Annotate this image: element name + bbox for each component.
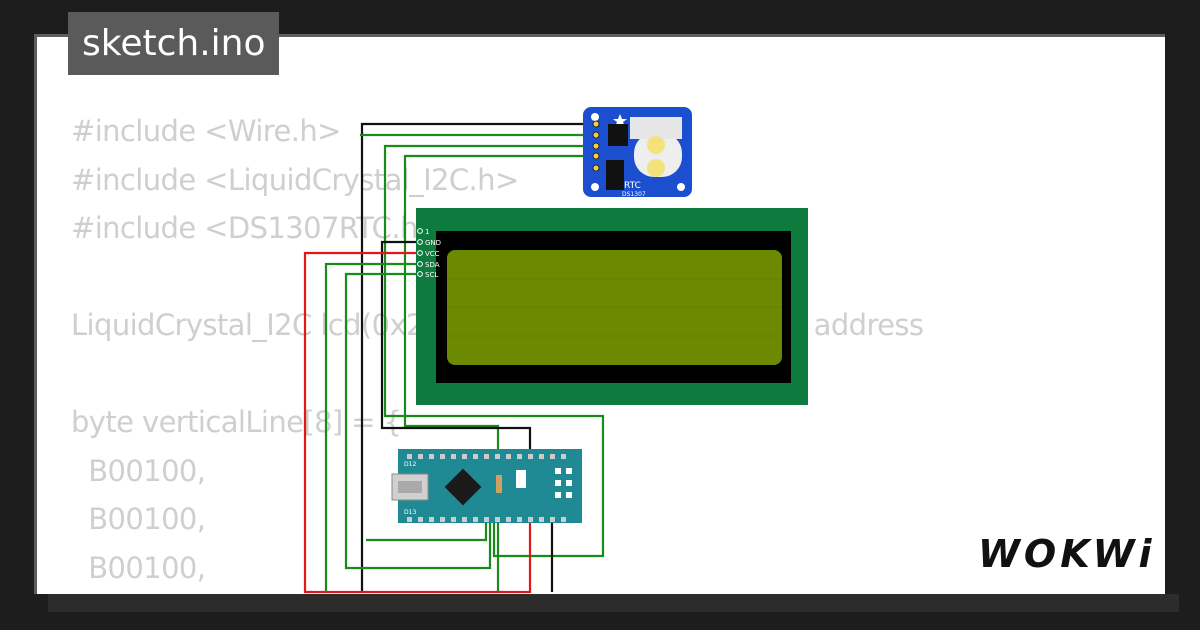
wire-rtc-gnd[interactable]	[360, 122, 596, 592]
code-line: byte verticalLine[8] = {	[71, 405, 402, 439]
rtc-name: RTC	[624, 181, 641, 191]
code-line: B00100,	[71, 550, 206, 585]
lcd-grid	[447, 278, 782, 337]
rtc-chip: DS1307	[622, 191, 646, 198]
wire-lcd-gnd[interactable]	[380, 240, 532, 450]
arduino-top-pin-label: D12	[404, 461, 416, 468]
icsp-header	[555, 468, 572, 498]
rtc-module[interactable]: RTC DS1307	[583, 107, 692, 198]
arduino-bottom-pin-label: D13	[404, 509, 416, 516]
arduino-top-pins	[407, 454, 566, 459]
wire-rtc-sda[interactable]	[383, 144, 605, 558]
lcd-pins: 1 GND VCC SDA SCL	[417, 228, 441, 279]
lcd-pin-label: GND	[425, 239, 441, 247]
rtc-pins	[592, 120, 600, 172]
code-line: #include <DS1307RTC.h>	[71, 211, 442, 245]
star-icon	[613, 114, 627, 127]
wire-lcd-scl[interactable]	[344, 272, 492, 570]
wire-lcd-vcc[interactable]	[303, 251, 532, 594]
code-line: #include <Wire.h>	[71, 114, 341, 148]
file-tab[interactable]: sketch.ino	[68, 12, 280, 75]
code-line: B00100,	[71, 502, 206, 536]
code-line: B00100,	[71, 453, 206, 488]
arduino-bottom-pins	[407, 517, 566, 522]
lcd-pin-label: 1	[425, 228, 429, 236]
lcd-pin-label: VCC	[425, 250, 440, 258]
wire-lcd-sda[interactable]	[324, 262, 420, 592]
card-shadow	[48, 594, 1179, 612]
lcd-pin-label: SDA	[425, 261, 440, 269]
wokwi-logo: WOKWi	[978, 532, 1156, 576]
wire-link[interactable]	[366, 520, 488, 542]
arduino-nano[interactable]: D12 D13	[391, 449, 582, 523]
lcd-module[interactable]: 1 GND VCC SDA SCL	[416, 208, 808, 405]
lcd-pin-label: SCL	[425, 271, 438, 279]
